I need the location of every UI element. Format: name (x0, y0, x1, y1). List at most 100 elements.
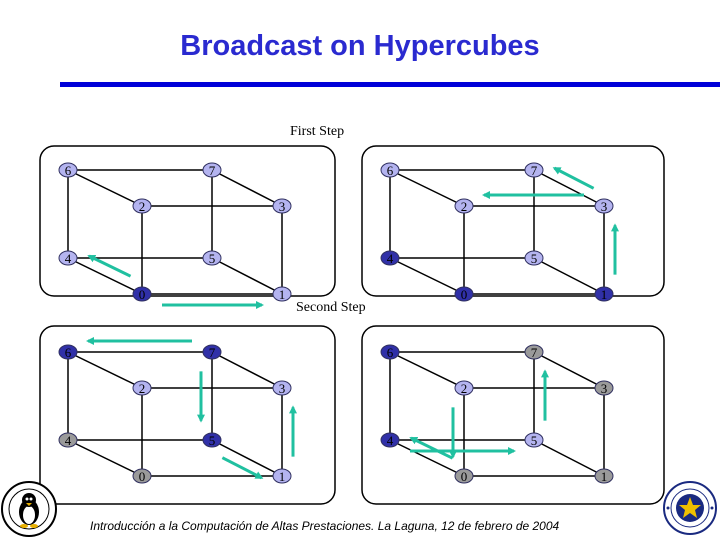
footer-text: Introducción a la Computación de Altas P… (90, 519, 560, 533)
node-5 (524, 432, 544, 448)
penguin-logo (1, 481, 57, 537)
node-label: 2 (139, 199, 146, 214)
node-3 (272, 198, 292, 214)
cube-2: 6 7 2 3 4 5 0 1 (380, 162, 619, 302)
node-label: 4 (65, 433, 72, 448)
node-3 (594, 380, 614, 396)
cube-edge (67, 439, 143, 477)
node-label: 7 (209, 345, 216, 360)
node-label: 4 (65, 251, 72, 266)
node-5 (202, 250, 222, 266)
cube-1: 6 7 2 3 4 5 0 1 (58, 162, 292, 309)
node-label: 0 (461, 287, 468, 302)
cube-edge (211, 439, 283, 477)
node-6 (380, 162, 400, 178)
node-0 (132, 286, 152, 302)
cube-edge (67, 169, 143, 207)
broadcast-arrow (87, 254, 132, 278)
node-label: 6 (387, 345, 394, 360)
cube-3: 6 7 2 3 4 5 0 1 (58, 337, 297, 484)
cube-edge (533, 351, 605, 389)
node-label: 3 (601, 381, 608, 396)
step-panel (39, 325, 336, 505)
node-7 (524, 344, 544, 360)
node-2 (132, 380, 152, 396)
node-label: 2 (461, 199, 468, 214)
node-4 (58, 432, 78, 448)
node-label: 5 (209, 433, 216, 448)
node-label: 1 (279, 287, 286, 302)
node-label: 1 (601, 287, 608, 302)
node-label: 0 (139, 287, 146, 302)
cube-edge (389, 257, 465, 295)
cube-edge (533, 257, 605, 295)
node-3 (594, 198, 614, 214)
node-label: 6 (387, 163, 394, 178)
first-step-label: First Step (290, 124, 345, 139)
node-2 (132, 198, 152, 214)
node-7 (202, 162, 222, 178)
node-1 (594, 286, 614, 302)
node-6 (380, 344, 400, 360)
node-3 (272, 380, 292, 396)
cube-edge (67, 257, 143, 295)
node-2 (454, 198, 474, 214)
node-label: 1 (601, 469, 608, 484)
cube-edge (533, 439, 605, 477)
node-0 (454, 468, 474, 484)
node-label: 2 (139, 381, 146, 396)
node-4 (58, 250, 78, 266)
cube-edge (389, 169, 465, 207)
second-step-label: Second Step (296, 300, 366, 315)
node-label: 5 (209, 251, 216, 266)
node-label: 4 (387, 433, 394, 448)
cube-edge (389, 351, 465, 389)
node-5 (202, 432, 222, 448)
node-1 (594, 468, 614, 484)
node-7 (202, 344, 222, 360)
title-underline (60, 82, 720, 87)
node-6 (58, 162, 78, 178)
cube-edge (67, 351, 143, 389)
node-label: 6 (65, 163, 72, 178)
node-6 (58, 344, 78, 360)
cube-edge (211, 169, 283, 207)
cube-edge (211, 351, 283, 389)
node-label: 4 (387, 251, 394, 266)
cube-edge (211, 257, 283, 295)
node-1 (272, 468, 292, 484)
node-5 (524, 250, 544, 266)
step-panel (361, 325, 665, 505)
node-1 (272, 286, 292, 302)
node-label: 6 (65, 345, 72, 360)
node-0 (132, 468, 152, 484)
node-label: 7 (531, 345, 538, 360)
cube-edge (389, 439, 465, 477)
node-label: 5 (531, 251, 538, 266)
broadcast-arrow (552, 166, 595, 190)
node-2 (454, 380, 474, 396)
node-4 (380, 250, 400, 266)
node-label: 0 (139, 469, 146, 484)
university-seal-logo (663, 481, 717, 535)
broadcast-arrow (221, 456, 264, 480)
node-label: 7 (531, 163, 538, 178)
node-7 (524, 162, 544, 178)
node-label: 7 (209, 163, 216, 178)
step-panel (39, 145, 336, 297)
node-0 (454, 286, 474, 302)
cube-4: 6 7 2 3 4 5 0 1 (380, 344, 614, 484)
slide-title: Broadcast on Hypercubes (180, 30, 540, 62)
broadcast-arrow (409, 436, 454, 460)
node-4 (380, 432, 400, 448)
node-label: 3 (601, 199, 608, 214)
node-label: 1 (279, 469, 286, 484)
node-label: 5 (531, 433, 538, 448)
step-panel (361, 145, 665, 297)
node-label: 3 (279, 381, 286, 396)
node-label: 3 (279, 199, 286, 214)
node-label: 0 (461, 469, 468, 484)
cube-edge (533, 169, 605, 207)
node-label: 2 (461, 381, 468, 396)
